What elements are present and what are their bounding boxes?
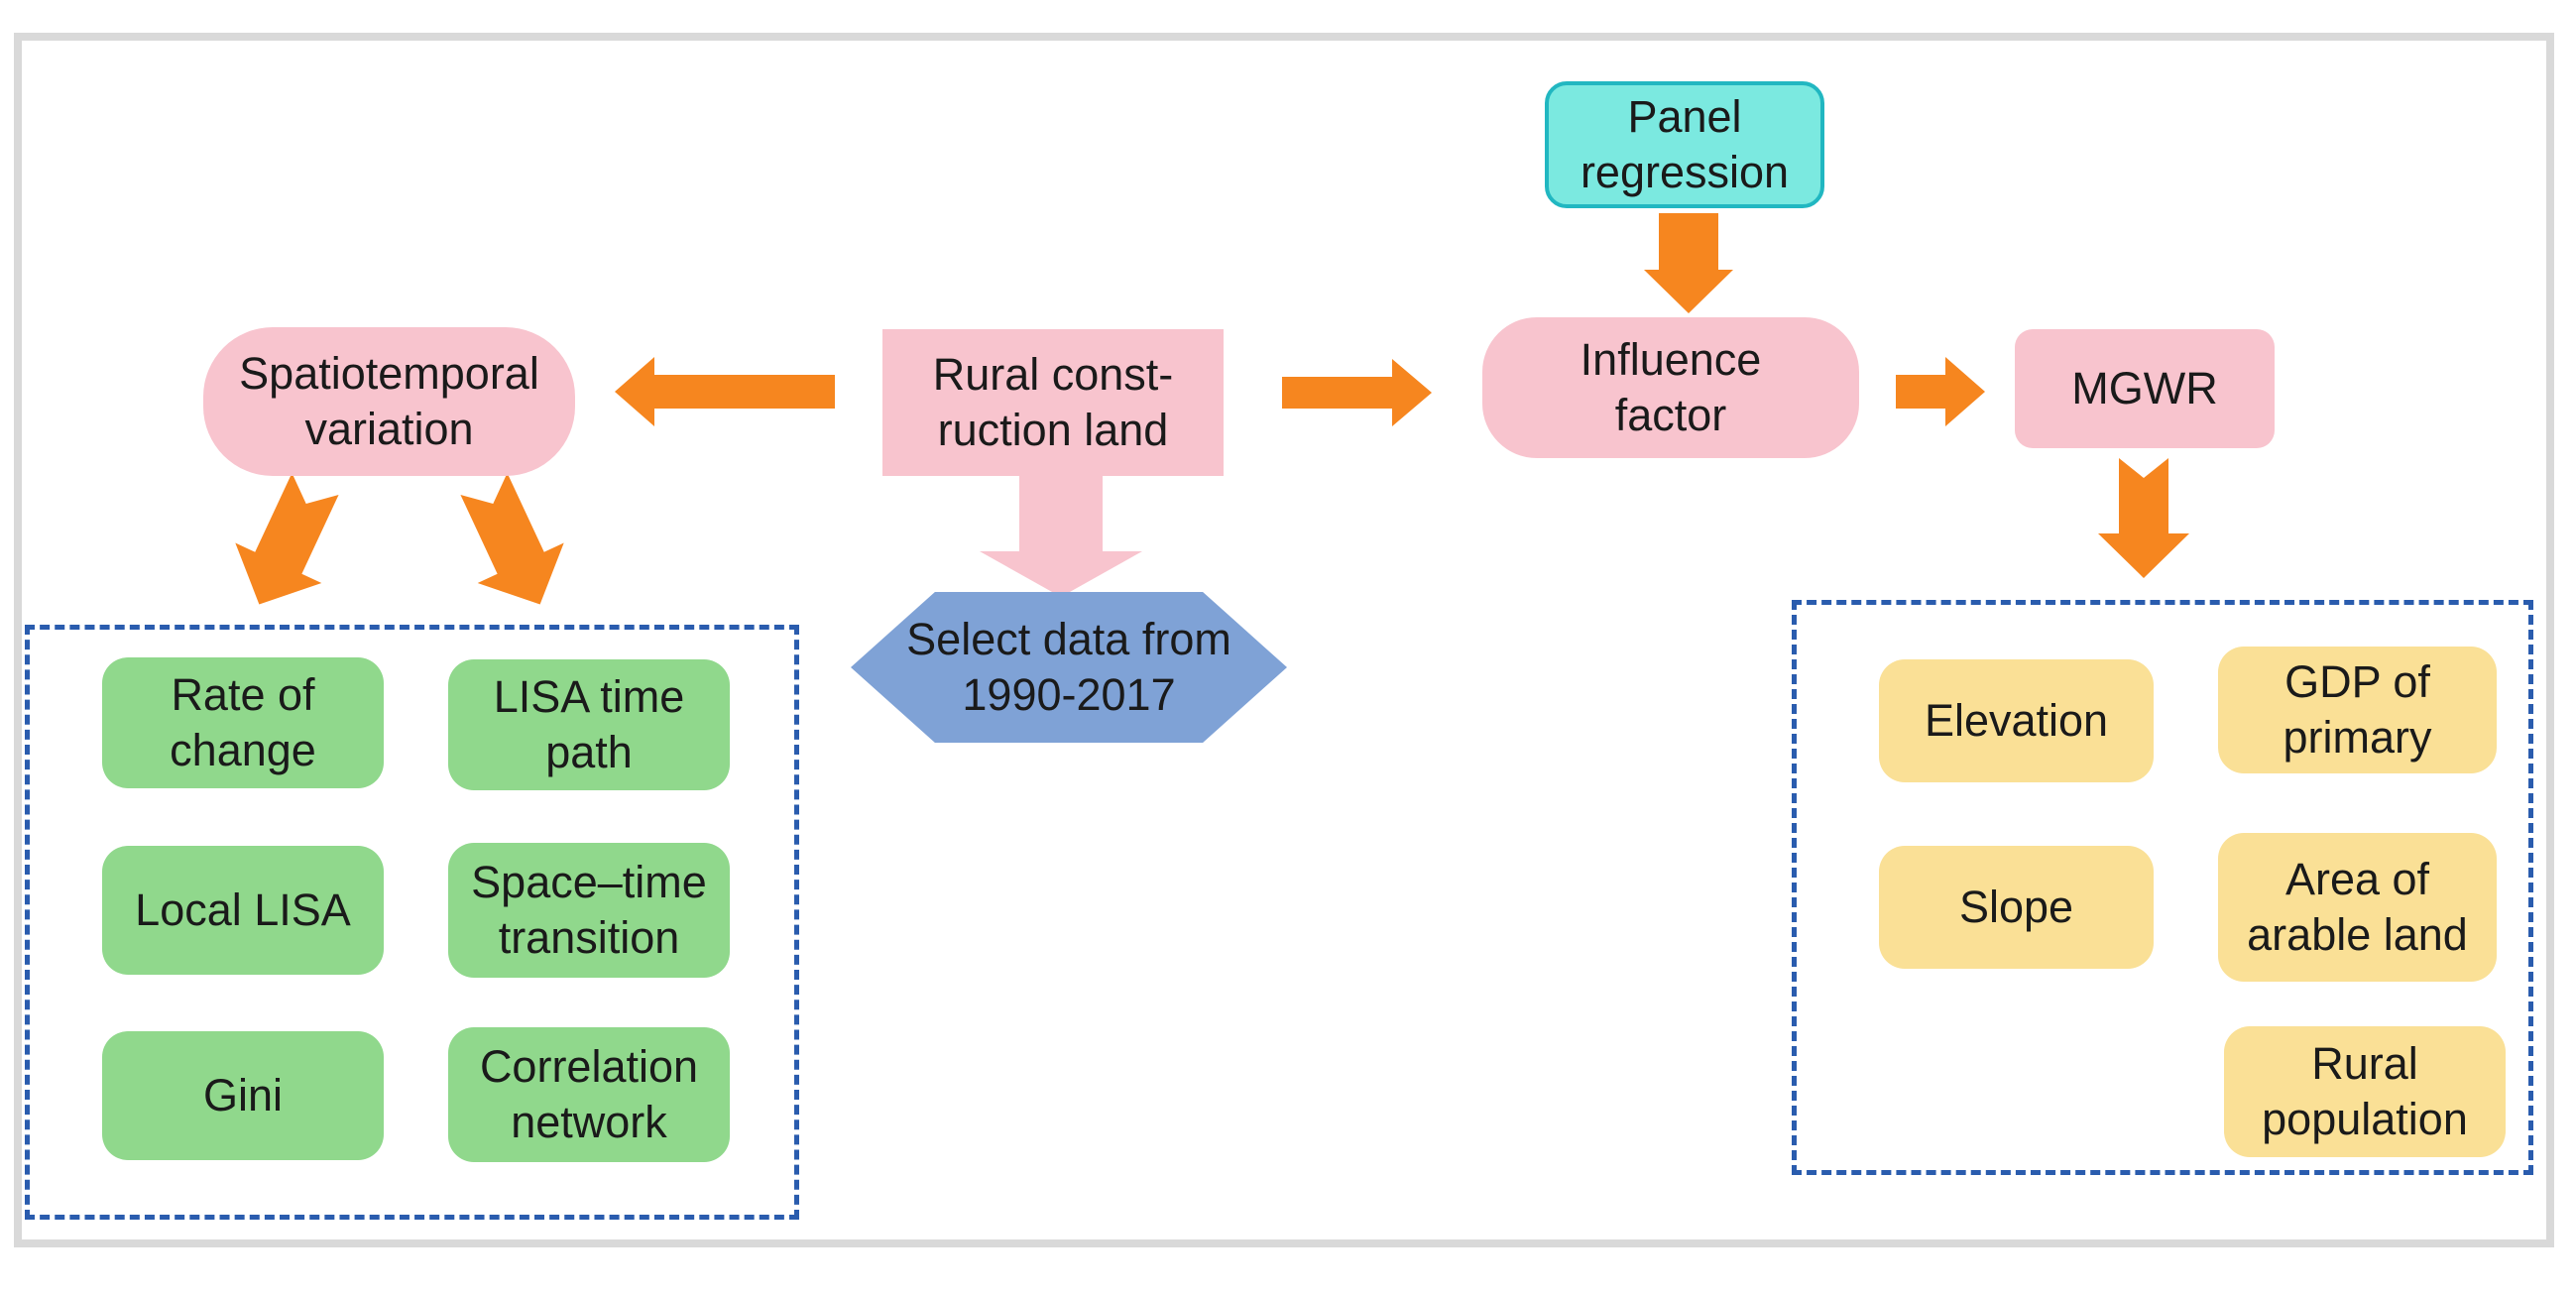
node-influence-factor: Influence factor — [1482, 317, 1859, 458]
node-mgwr: MGWR — [2015, 329, 2275, 448]
node-rural-construction-land: Rural const- ruction land — [882, 329, 1224, 476]
figure-border — [14, 33, 2554, 1247]
node-spatiotemporal-variation: Spatiotemporal variation — [203, 327, 575, 476]
node-space-time-transition: Space–time transition — [448, 843, 730, 978]
node-rural-population: Rural population — [2224, 1026, 2506, 1157]
node-local-lisa: Local LISA — [102, 846, 384, 975]
node-slope: Slope — [1879, 846, 2154, 969]
node-rate-of-change: Rate of change — [102, 657, 384, 788]
group-spatiotemporal-methods — [25, 625, 799, 1220]
node-gini: Gini — [102, 1031, 384, 1160]
node-correlation-network: Correlation network — [448, 1027, 730, 1162]
node-panel-regression: Panel regression — [1545, 81, 1824, 208]
group-influence-factors — [1792, 600, 2533, 1175]
node-area-of-arable-land: Area of arable land — [2218, 833, 2497, 982]
node-elevation: Elevation — [1879, 659, 2154, 782]
node-lisa-time-path: LISA time path — [448, 659, 730, 790]
node-gdp-of-primary: GDP of primary — [2218, 647, 2497, 773]
node-select-data-hexagon: Select data from 1990-2017 — [851, 592, 1287, 743]
